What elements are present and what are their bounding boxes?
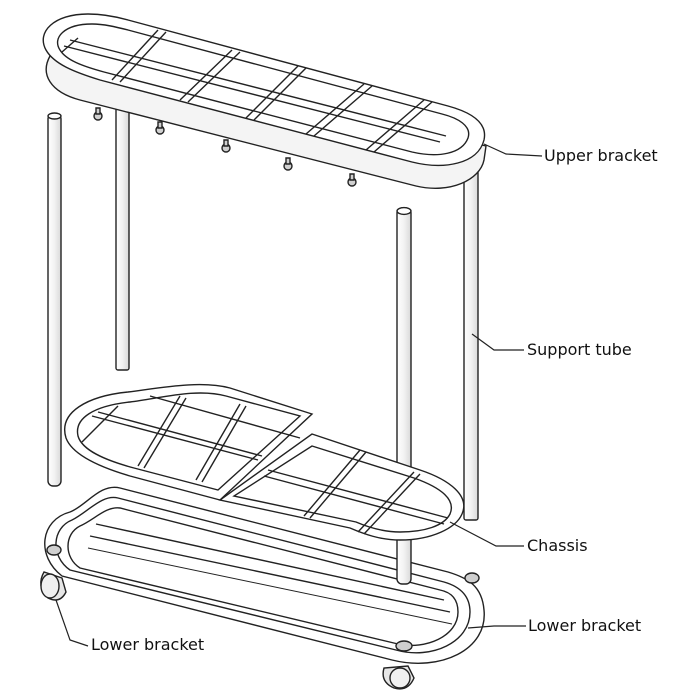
leader-upper-bracket <box>484 144 542 156</box>
leader-lower-bracket-left <box>56 600 88 646</box>
label-lower-bracket-left: Lower bracket <box>91 635 205 654</box>
leader-support-tube <box>472 334 524 350</box>
label-chassis: Chassis <box>527 536 588 555</box>
chassis <box>65 385 464 540</box>
upper-bracket <box>43 14 486 188</box>
label-upper-bracket: Upper bracket <box>544 146 658 165</box>
label-lower-bracket-right: Lower bracket <box>528 616 642 635</box>
caster-wheel-left <box>41 572 66 600</box>
label-support-tube: Support tube <box>527 340 632 359</box>
upper-bracket-bolts <box>94 108 356 186</box>
caster-wheel-front <box>383 666 414 689</box>
support-tube-front-left <box>48 114 61 486</box>
lower-bracket <box>41 487 484 689</box>
support-tube-back-right <box>464 150 478 520</box>
leader-chassis <box>450 522 524 546</box>
leader-lower-bracket-right <box>468 626 526 628</box>
leader-lines <box>56 144 542 646</box>
tube-socket-front-right <box>396 641 412 651</box>
tube-socket-front-left <box>47 545 61 555</box>
tube-socket-back-right <box>465 573 479 583</box>
